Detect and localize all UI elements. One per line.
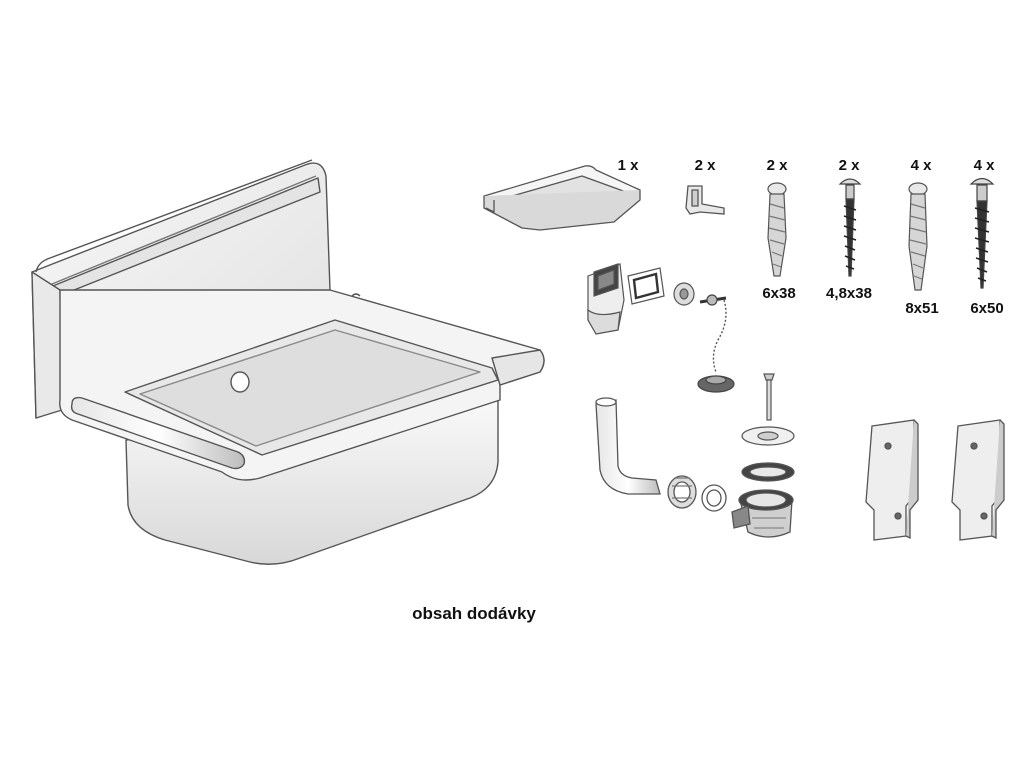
qty-label-screw-6x50: 4 x: [973, 157, 995, 174]
qty-label-plug-6x38: 2 x: [766, 157, 788, 174]
screw-6x50: [969, 177, 995, 289]
wall-plug-6x38: [767, 182, 787, 277]
size-label-plug-8x51: 8x51: [905, 300, 939, 317]
overflow-set: [587, 263, 695, 335]
size-label-plug-6x38: 6x38: [762, 285, 796, 302]
qty-label-plug-8x51: 4 x: [910, 157, 932, 174]
drain-parts: [741, 373, 795, 482]
bracket-clips: [685, 185, 725, 215]
mounting-plate-left: [865, 419, 919, 541]
waste-pipe: [595, 397, 794, 538]
wall-plug-8x51: [908, 182, 928, 291]
mounting-plate-right: [951, 419, 1005, 541]
qty-label-screw-4-8x38: 2 x: [838, 157, 860, 174]
screw-4-8x38: [838, 178, 862, 277]
plug-with-chain: [697, 294, 735, 393]
delivery-caption: obsah dodávky: [412, 604, 536, 623]
utility-sink: [31, 159, 545, 565]
shelf-accessory: [483, 165, 641, 231]
qty-label-shelf: 1 x: [617, 157, 639, 174]
qty-label-bracket: 2 x: [694, 157, 716, 174]
size-label-screw-6x50: 6x50: [970, 300, 1004, 317]
size-label-screw-4-8x38: 4,8x38: [826, 285, 872, 302]
